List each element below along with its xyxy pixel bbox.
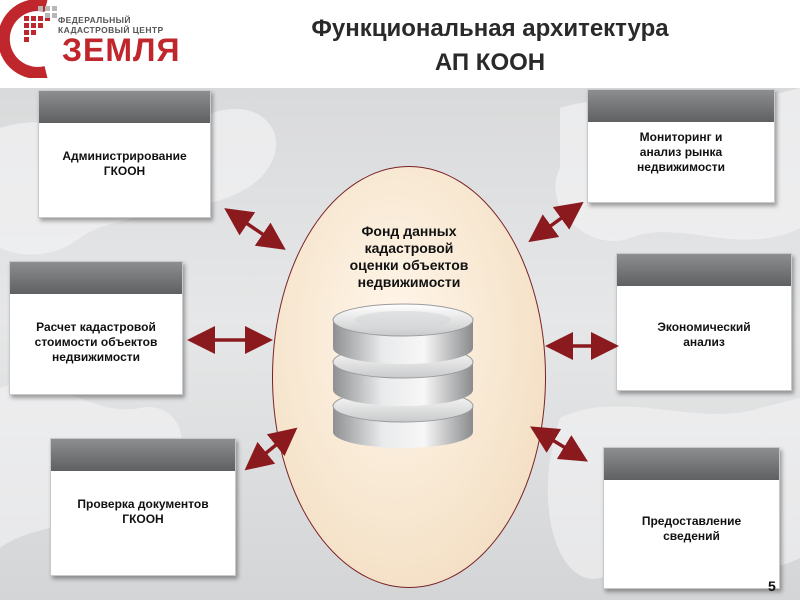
box-header-bar (588, 90, 774, 122)
logo-line-1: ФЕДЕРАЛЬНЫЙ (58, 15, 131, 25)
arrow-information-provision (530, 426, 588, 462)
watermark-text: MyShared (642, 538, 752, 563)
slide-title: Функциональная архитектура АП КООН (230, 12, 750, 80)
box-document-check-text: Проверка документов ГКООН (77, 497, 209, 526)
box-economic-analysis-text: Экономический анализ (657, 320, 751, 349)
arrow-document-check (244, 427, 298, 471)
logo-emblem-icon (0, 0, 168, 79)
box-header-bar (39, 91, 210, 123)
box-document-check: Проверка документов ГКООН (50, 438, 236, 576)
arrow-administration (224, 208, 286, 250)
title-line-1: Функциональная архитектура (311, 15, 669, 42)
logo-name: ЗЕМЛЯ (62, 32, 181, 68)
box-market-monitoring: Мониторинг и анализ рынка недвижимости (587, 89, 775, 203)
box-administration-text: Администрирование ГКООН (62, 149, 187, 178)
box-economic-analysis: Экономический анализ (616, 253, 792, 391)
box-header-bar (51, 439, 235, 471)
box-header-bar (10, 262, 182, 294)
watermark-chart-icon (606, 538, 636, 569)
box-information-provision: Предоставление сведений (603, 447, 780, 589)
arrow-market-monitoring (528, 201, 584, 243)
logo-line-2: КАДАСТРОВЫЙ ЦЕНТР (58, 25, 164, 35)
database-icon (332, 303, 474, 448)
title-line-2: АП КООН (434, 49, 546, 76)
box-cadastral-calculation: Расчет кадастровой стоимости объектов не… (9, 261, 183, 395)
logo: ФЕДЕРАЛЬНЫЙ КАДАСТРОВЫЙ ЦЕНТР ЗЕМЛЯ (0, 0, 180, 79)
box-information-provision-text: Предоставление сведений (641, 514, 742, 543)
box-header-bar (604, 448, 779, 480)
page-number: 5 (768, 578, 776, 594)
box-administration: Администрирование ГКООН (38, 90, 211, 218)
box-cadastral-calculation-text: Расчет кадастровой стоимости объектов не… (34, 320, 158, 364)
box-header-bar (617, 254, 791, 286)
box-market-monitoring-text: Мониторинг и анализ рынка недвижимости (637, 130, 725, 174)
central-title: Фонд данных кадастровой оценки объектов … (349, 223, 469, 290)
